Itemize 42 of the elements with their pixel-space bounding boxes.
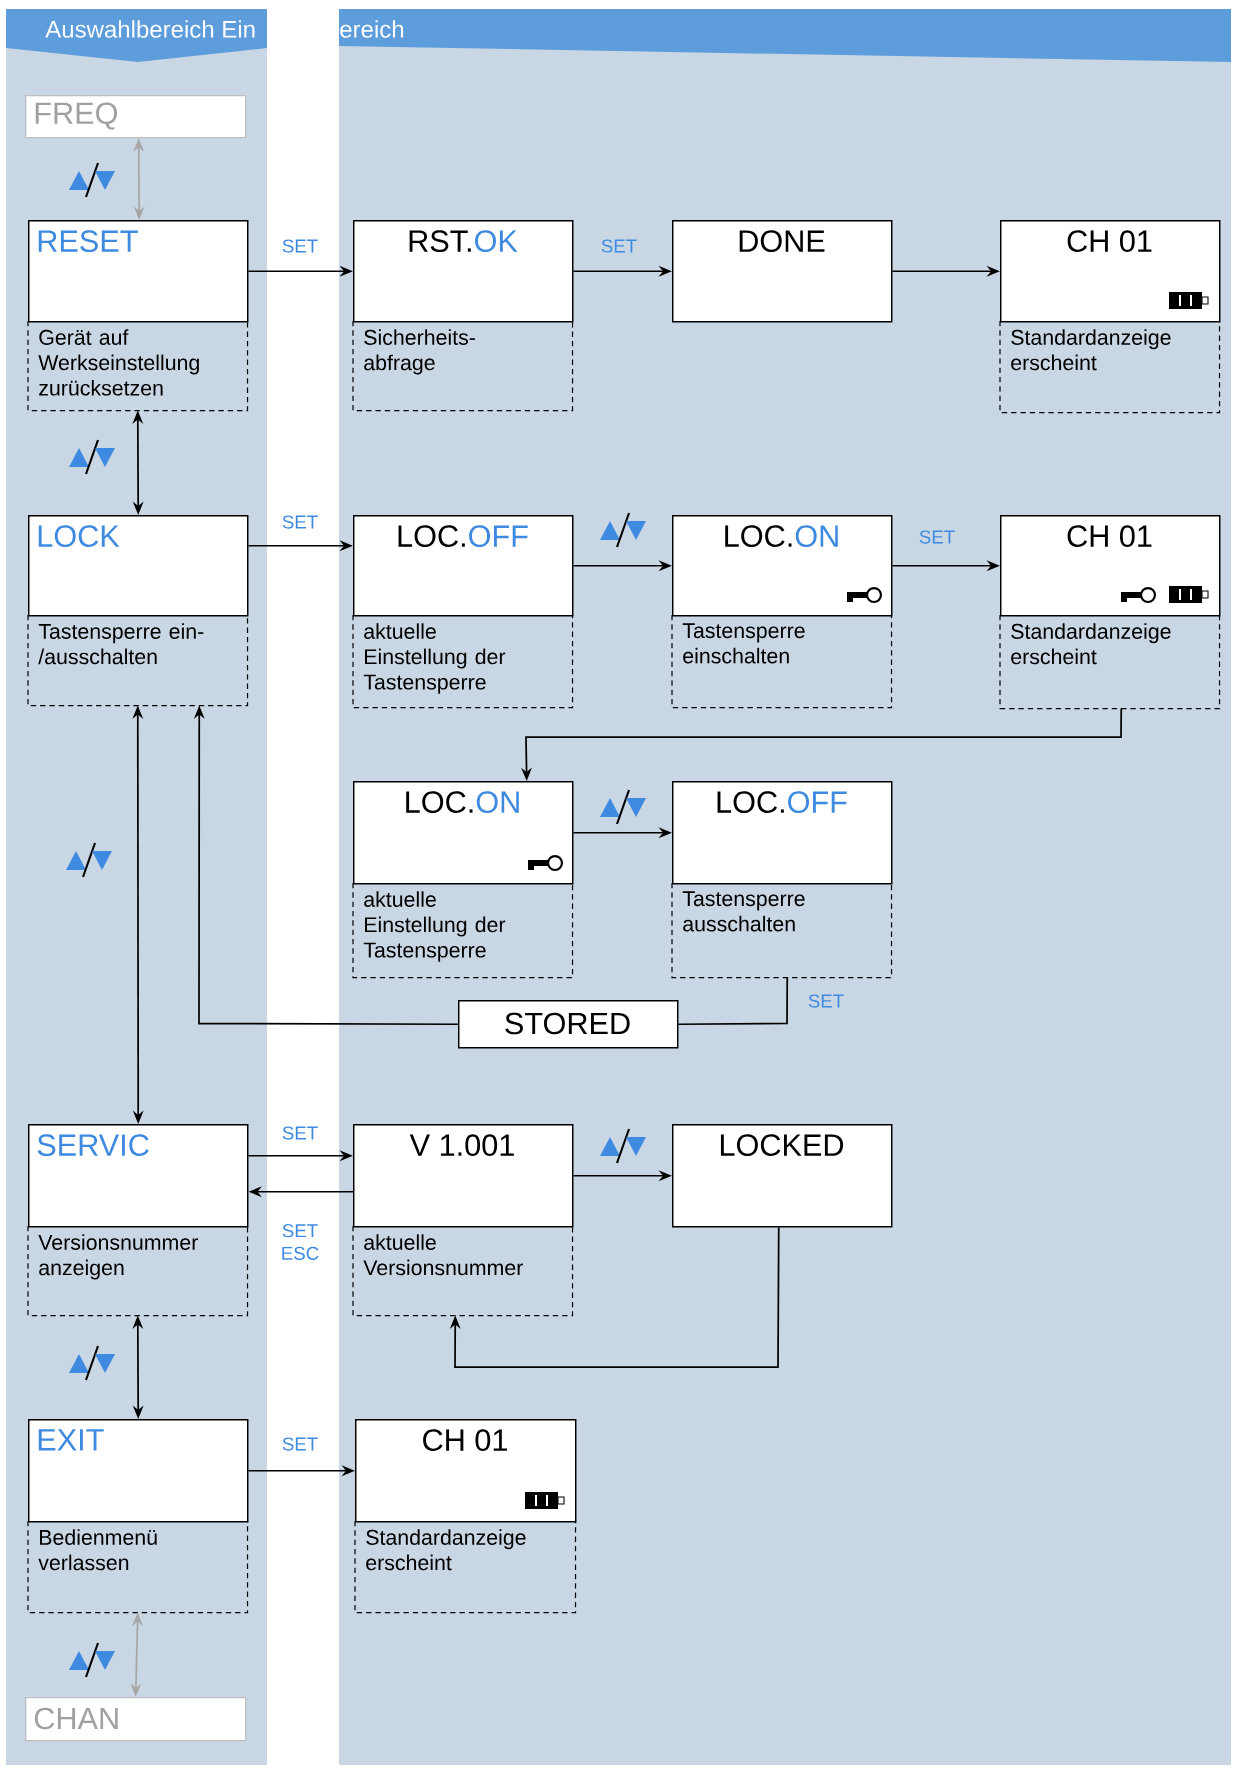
description-box: aktuelle Einstellung der Tastensperre bbox=[352, 614, 574, 709]
menu-item-box: FREQ bbox=[25, 95, 247, 139]
menu-item-box: RESET bbox=[28, 220, 249, 323]
edge-label: SET bbox=[282, 239, 318, 253]
description-box: Sicherheits- abfrage bbox=[352, 320, 574, 412]
edge-label: SET ESC bbox=[282, 1224, 319, 1260]
display-screen: LOCKED bbox=[672, 1124, 893, 1228]
menu-item-box: SERVIC bbox=[28, 1124, 249, 1228]
description-box: Standardanzeige erscheint bbox=[999, 614, 1221, 710]
display-screen: DONE bbox=[672, 220, 893, 323]
display-screen: LOC.ON bbox=[353, 781, 574, 885]
edge-label: SET bbox=[282, 1437, 318, 1451]
description-box: Tastensperre einschalten bbox=[671, 614, 893, 709]
display-screen: CH 01 bbox=[355, 1419, 577, 1523]
description-box: Tastensperre ein-/ausschalten bbox=[27, 614, 249, 707]
edge-label: SET bbox=[601, 239, 637, 253]
edge-label: SET bbox=[282, 1126, 318, 1140]
edge-label: SET bbox=[282, 515, 318, 529]
display-screen: LOC.OFF bbox=[672, 781, 893, 885]
description-box: Gerät auf Werkseinstellung zurücksetzen bbox=[27, 320, 249, 412]
display-screen: V 1.001 bbox=[353, 1124, 574, 1228]
menu-item-box: LOCK bbox=[28, 515, 249, 617]
description-box: Standardanzeige erscheint bbox=[354, 1520, 577, 1614]
edge-label: SET bbox=[919, 530, 955, 544]
menu-item-box: CHAN bbox=[25, 1697, 247, 1742]
description-box: Tastensperre ausschalten bbox=[671, 882, 893, 979]
display-screen: LOC.ON bbox=[672, 515, 893, 617]
status-box: STORED bbox=[458, 1000, 679, 1049]
description-box: aktuelle Einstellung der Tastensperre bbox=[352, 882, 574, 979]
header-text: ereich bbox=[340, 20, 404, 38]
display-screen: RST.OK bbox=[353, 220, 574, 323]
display-screen: CH 01 bbox=[1000, 220, 1221, 323]
header-text: Auswahlbereich Ein bbox=[45, 20, 255, 38]
description-box: Standardanzeige erscheint bbox=[999, 320, 1221, 414]
description-box: aktuelle Versionsnummer bbox=[352, 1225, 574, 1317]
arrow bbox=[449, 1226, 780, 1368]
menu-item-box: EXIT bbox=[28, 1419, 249, 1523]
edge-label: SET bbox=[808, 994, 844, 1008]
display-screen: LOC.OFF bbox=[353, 515, 574, 617]
description-box: Versionsnummer anzeigen bbox=[27, 1225, 249, 1317]
display-screen: CH 01 bbox=[1000, 515, 1221, 617]
description-box: Bedienmenü verlassen bbox=[27, 1520, 249, 1614]
